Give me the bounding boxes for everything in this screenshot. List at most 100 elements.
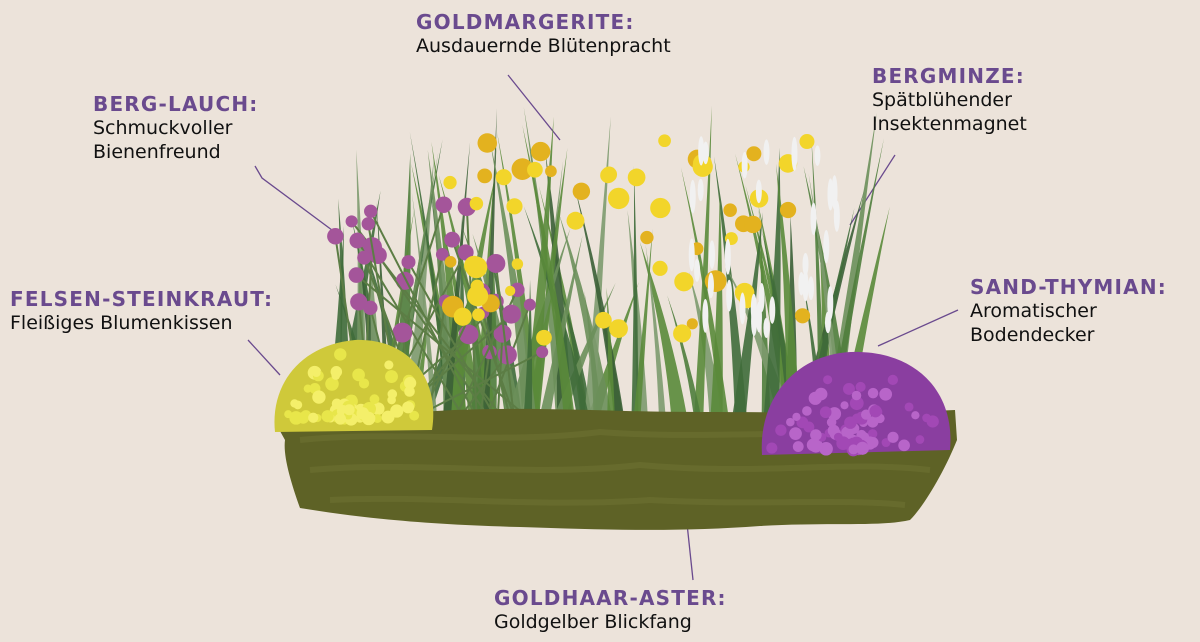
label-felsen-steinkraut: FELSEN-STEINKRAUT: Fleißiges Blumenkisse… xyxy=(10,287,273,336)
yellow-flower xyxy=(467,285,488,306)
label-bergminze-name: BERGMINZE: xyxy=(872,64,1027,89)
yellow-flower xyxy=(799,134,814,149)
yellow-flower xyxy=(600,167,616,183)
calamint-spike xyxy=(709,240,715,269)
allium-head xyxy=(350,233,366,249)
yellow-flower xyxy=(595,312,612,329)
thyme-flower xyxy=(927,415,939,427)
thyme-flower xyxy=(810,429,822,441)
thyme-flower xyxy=(888,375,898,385)
alyssum-flower xyxy=(362,412,375,425)
calamint-spike xyxy=(702,299,708,333)
yellow-flower xyxy=(445,256,457,268)
label-sand-thymian: SAND-THYMIAN: Aromatischer Bodendecker xyxy=(970,275,1167,348)
alyssum-flower xyxy=(312,390,325,403)
calamint-spike xyxy=(825,312,831,333)
calamint-spike xyxy=(751,307,757,336)
label-goldmargerite-desc: Ausdauernde Blütenpracht xyxy=(416,35,671,59)
alyssum-flower xyxy=(382,411,395,424)
yellow-flower xyxy=(609,319,628,338)
label-felsen-steinkraut-desc: Fleißiges Blumenkissen xyxy=(10,312,273,336)
alyssum-flower xyxy=(384,360,393,369)
calamint-spike xyxy=(694,259,700,282)
calamint-spike xyxy=(763,318,769,338)
alyssum-flower xyxy=(344,404,355,415)
label-berg-lauch-name: BERG-LAUCH: xyxy=(93,92,259,117)
yellow-flower xyxy=(652,261,667,276)
thyme-flower xyxy=(868,388,878,398)
yellow-flower xyxy=(573,183,590,200)
thyme-flower xyxy=(822,444,830,452)
yellow-flower xyxy=(746,146,761,161)
calamint-spike xyxy=(756,180,762,204)
allium-head xyxy=(362,217,375,230)
yellow-flower xyxy=(628,169,646,187)
calamint-spike xyxy=(703,141,709,164)
thyme-flower xyxy=(844,416,856,428)
label-goldhaar-aster-desc: Goldgelber Blickfang xyxy=(494,611,727,635)
leader-line-felsen xyxy=(248,340,280,375)
yellow-flower xyxy=(443,176,456,189)
thyme-flower xyxy=(887,432,898,443)
calamint-spike xyxy=(690,180,696,214)
allium-head xyxy=(327,228,344,245)
yellow-flower xyxy=(536,330,552,346)
calamint-spike xyxy=(726,280,732,312)
yellow-flower xyxy=(723,203,737,217)
allium-head xyxy=(502,305,521,324)
thyme-flower xyxy=(820,406,832,418)
felsen-steinkraut-plant xyxy=(274,340,433,432)
allium-head xyxy=(346,215,358,227)
yellow-flower xyxy=(567,212,585,230)
calamint-spike xyxy=(763,139,769,164)
thyme-flower xyxy=(823,375,832,384)
label-sand-thymian-desc: Aromatischer Bodendecker xyxy=(970,300,1167,348)
yellow-flower xyxy=(705,270,727,292)
label-bergminze: BERGMINZE: Spätblühender Insektenmagnet xyxy=(872,64,1027,137)
calamint-spike xyxy=(742,152,748,179)
yellow-flower xyxy=(531,142,550,161)
allium-head xyxy=(396,272,414,290)
yellow-flower xyxy=(527,162,543,178)
alyssum-flower xyxy=(352,369,365,382)
thyme-flower xyxy=(911,411,919,419)
alyssum-flower xyxy=(402,401,414,413)
yellow-flower xyxy=(658,134,671,147)
yellow-flower xyxy=(464,256,484,276)
allium-head xyxy=(486,254,505,273)
thyme-flower xyxy=(834,433,843,442)
alyssum-flower xyxy=(404,377,416,389)
allium-head xyxy=(364,205,377,218)
allium-head xyxy=(401,255,415,269)
yellow-flower xyxy=(640,231,653,244)
yellow-flower xyxy=(673,324,691,342)
alyssum-flower xyxy=(308,413,318,423)
yellow-flower xyxy=(545,165,557,177)
yellow-flower xyxy=(512,258,523,269)
thyme-flower xyxy=(792,413,800,421)
thyme-flower xyxy=(869,405,881,417)
alyssum-flower xyxy=(334,348,346,360)
leader-line-berg-lauch xyxy=(255,166,340,236)
yellow-flower xyxy=(477,168,492,183)
calamint-spike xyxy=(708,273,714,299)
thyme-flower xyxy=(852,391,862,401)
calamint-spike xyxy=(698,179,704,201)
thyme-flower xyxy=(789,427,802,440)
alyssum-flower xyxy=(349,395,357,403)
thyme-flower xyxy=(802,406,812,416)
calamint-spike xyxy=(814,145,820,165)
yellow-flower xyxy=(674,272,693,291)
label-berg-lauch-desc: Schmuckvoller Bienenfreund xyxy=(93,117,259,165)
allium-head xyxy=(349,267,365,283)
yellow-flower xyxy=(795,308,810,323)
thyme-flower xyxy=(856,382,866,392)
allium-head xyxy=(536,346,548,358)
allium-head xyxy=(524,299,536,311)
calamint-spike xyxy=(823,230,829,263)
allium-head xyxy=(436,196,453,213)
yellow-flower xyxy=(470,197,483,210)
yellow-flower xyxy=(472,308,485,321)
alyssum-flower xyxy=(312,368,321,377)
calamint-spike xyxy=(798,272,804,295)
